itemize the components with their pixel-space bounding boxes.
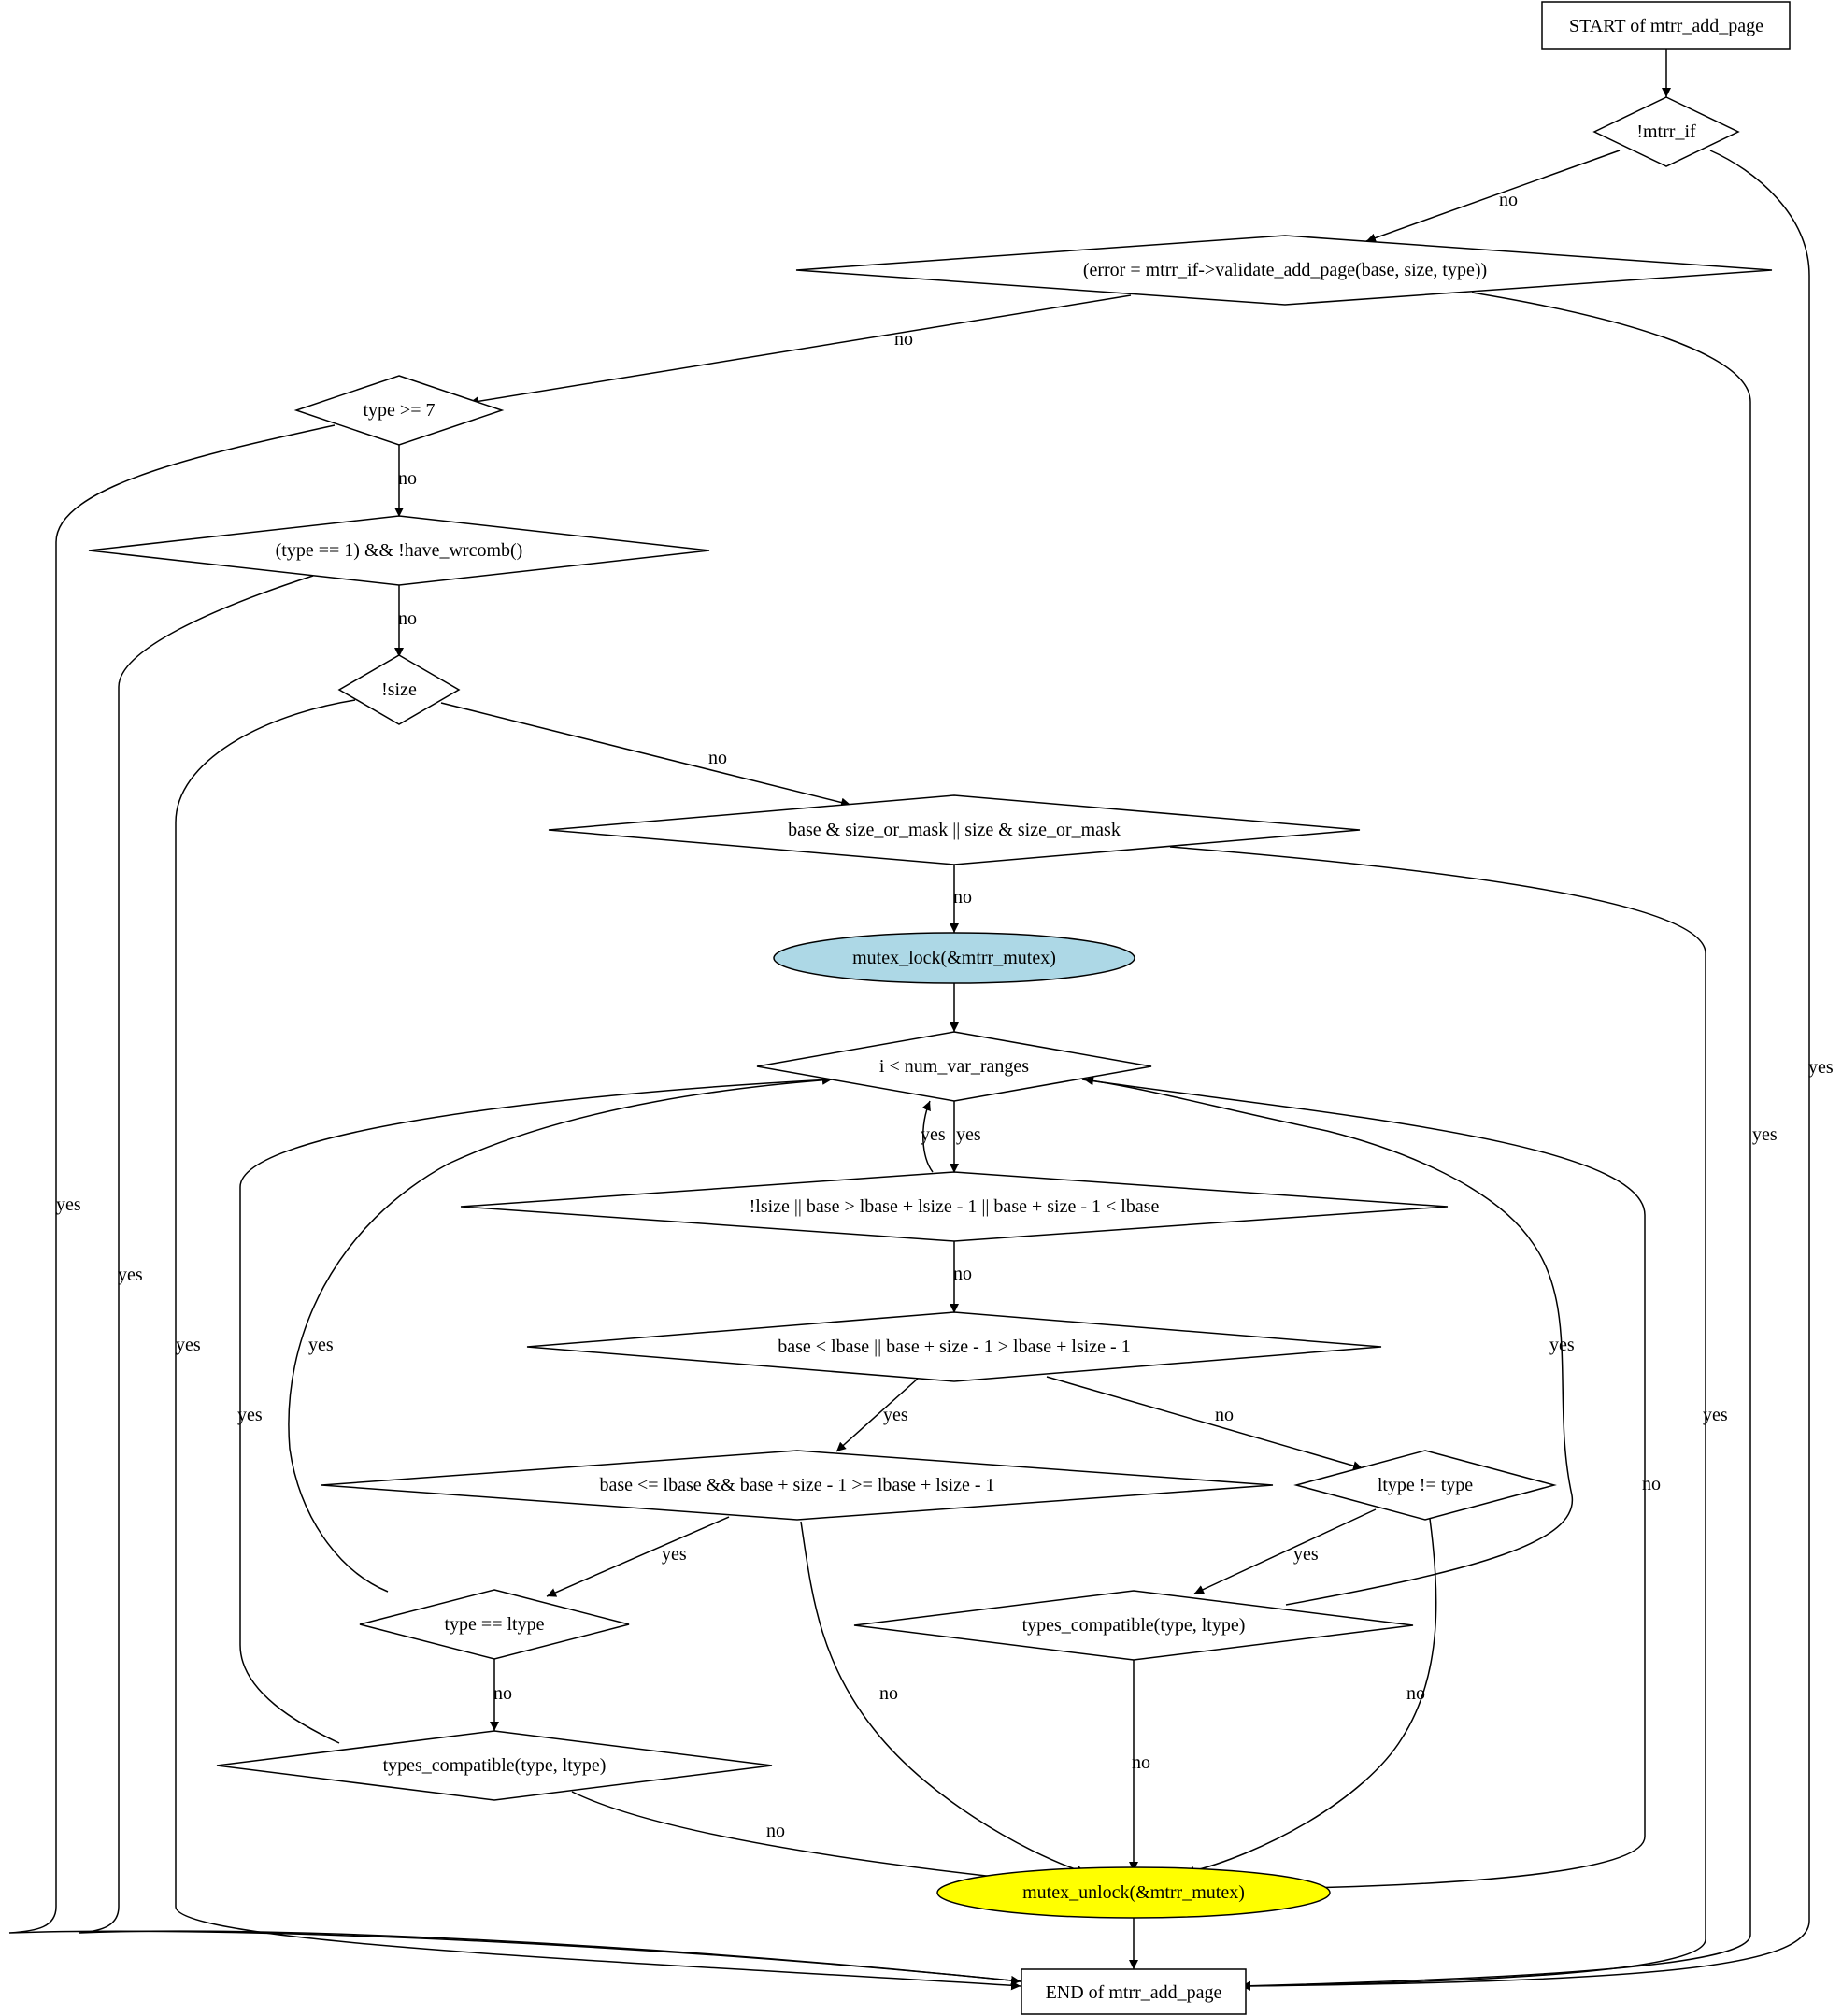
label-n3-yes: yes xyxy=(56,1194,81,1215)
label-n1-yes: yes xyxy=(1808,1057,1834,1078)
label-n10-yes: yes xyxy=(1293,1544,1319,1565)
label-n11-no: no xyxy=(493,1683,512,1704)
edge-n12-yes xyxy=(1083,1076,1574,1606)
edge-n4-yes xyxy=(79,575,1021,1985)
mutex-lock-label: mutex_lock(&mtrr_mutex) xyxy=(852,948,1056,968)
loop-decision xyxy=(756,1031,1152,1102)
end-label: END of mtrr_add_page xyxy=(1046,1982,1222,2003)
have-wrcomb-label: (type == 1) && !have_wrcomb() xyxy=(276,540,523,561)
partial-overlap-decision xyxy=(526,1311,1382,1382)
ltype-ne-type-decision xyxy=(1293,1450,1557,1521)
mtrr-if-label: !mtrr_if xyxy=(1636,122,1696,142)
size-or-mask-label: base & size_or_mask || size & size_or_ma… xyxy=(788,820,1121,840)
partial-overlap-label: base < lbase || base + size - 1 > lbase … xyxy=(778,1337,1130,1357)
edge-n13-yes xyxy=(239,1075,833,1744)
edge-n9-no xyxy=(800,1521,1087,1875)
label-n2-yes: yes xyxy=(1752,1124,1778,1145)
edge-labels: no yes no yes no yes no yes no yes no ye… xyxy=(56,190,1834,1841)
label-n5-no: no xyxy=(708,748,727,768)
edge-n9-yes xyxy=(546,1516,730,1597)
edge-n8-yes xyxy=(835,1378,919,1452)
label-n10-no: no xyxy=(1406,1683,1425,1704)
validate-label: (error = mtrr_if->validate_add_page(base… xyxy=(1083,260,1487,280)
label-n8-yes: yes xyxy=(883,1405,908,1425)
label-n7-yes: yes xyxy=(921,1124,946,1145)
edge-n5-yes xyxy=(175,699,1021,1991)
edges xyxy=(8,49,1810,1991)
edge-n3-yes xyxy=(8,424,1021,1985)
edge-n8-no xyxy=(1046,1376,1364,1471)
not-size-label: !size xyxy=(381,679,417,700)
contains-decision xyxy=(321,1450,1274,1521)
label-n3-no: no xyxy=(398,468,417,489)
have-wrcomb-decision xyxy=(88,515,710,586)
mutex-unlock-node xyxy=(936,1866,1331,1919)
type-eq-ltype-label: type == ltype xyxy=(445,1614,545,1635)
not-size-decision xyxy=(337,654,461,725)
label-n9-no: no xyxy=(879,1683,898,1704)
label-n4-no: no xyxy=(398,608,417,629)
label-n6-no: no xyxy=(953,887,972,908)
types-compatible-right-decision xyxy=(853,1590,1414,1661)
edge-n1-no xyxy=(1365,150,1621,243)
contains-label: base <= lbase && base + size - 1 >= lbas… xyxy=(599,1475,994,1495)
label-n8-no: no xyxy=(1215,1405,1234,1425)
label-n13-yes: yes xyxy=(237,1405,263,1425)
edge-n13-no xyxy=(571,1791,1012,1882)
label-n11-yes: yes xyxy=(308,1335,334,1355)
start-box xyxy=(1541,1,1791,50)
label-loop-yes: yes xyxy=(956,1124,981,1145)
edge-n1-yes xyxy=(1240,150,1810,1991)
edge-n2-no xyxy=(468,294,1132,407)
validate-decision xyxy=(795,235,1773,306)
edge-n5-no xyxy=(440,702,851,808)
label-n4-yes: yes xyxy=(118,1265,143,1285)
no-overlap-label: !lsize || base > lbase + lsize - 1 || ba… xyxy=(750,1196,1160,1217)
edge-n7-yes xyxy=(921,1100,934,1173)
label-n9-yes: yes xyxy=(662,1544,687,1565)
label-n7-no: no xyxy=(953,1264,972,1284)
mtrr-if-decision xyxy=(1592,96,1740,167)
mutex-lock-node xyxy=(773,932,1135,984)
types-compatible-left-label: types_compatible(type, ltype) xyxy=(383,1755,607,1776)
label-n1-no: no xyxy=(1499,190,1518,210)
type-eq-ltype-decision xyxy=(359,1589,630,1660)
edge-n2-yes xyxy=(1240,292,1751,1991)
types-compatible-left-decision xyxy=(216,1730,773,1801)
label-n12-yes: yes xyxy=(1549,1335,1575,1355)
edge-n11-yes xyxy=(288,1075,833,1593)
ltype-ne-type-label: ltype != type xyxy=(1378,1475,1473,1495)
label-loop-no: no xyxy=(1642,1474,1661,1494)
end-box xyxy=(1021,1968,1247,2015)
label-n2-no: no xyxy=(894,329,913,350)
size-or-mask-decision xyxy=(548,794,1361,865)
edge-n10-yes xyxy=(1193,1508,1377,1594)
nodes: START of mtrr_add_page !mtrr_if (error =… xyxy=(88,1,1791,2015)
loop-label: i < num_var_ranges xyxy=(879,1056,1029,1077)
no-overlap-decision xyxy=(460,1171,1449,1242)
edge-n10-no xyxy=(1184,1518,1437,1876)
type-ge-7-label: type >= 7 xyxy=(364,400,436,421)
label-n5-yes: yes xyxy=(176,1335,201,1355)
edge-loop-no xyxy=(1081,1079,1646,1893)
edge-n6-yes xyxy=(1169,846,1706,1991)
start-label: START of mtrr_add_page xyxy=(1569,16,1763,36)
label-n12-no: no xyxy=(1132,1752,1150,1773)
label-n13-no: no xyxy=(766,1821,785,1841)
types-compatible-right-label: types_compatible(type, ltype) xyxy=(1022,1615,1246,1636)
type-ge-7-decision xyxy=(293,375,505,446)
mutex-unlock-label: mutex_unlock(&mtrr_mutex) xyxy=(1022,1882,1245,1903)
label-n6-yes: yes xyxy=(1703,1405,1728,1425)
